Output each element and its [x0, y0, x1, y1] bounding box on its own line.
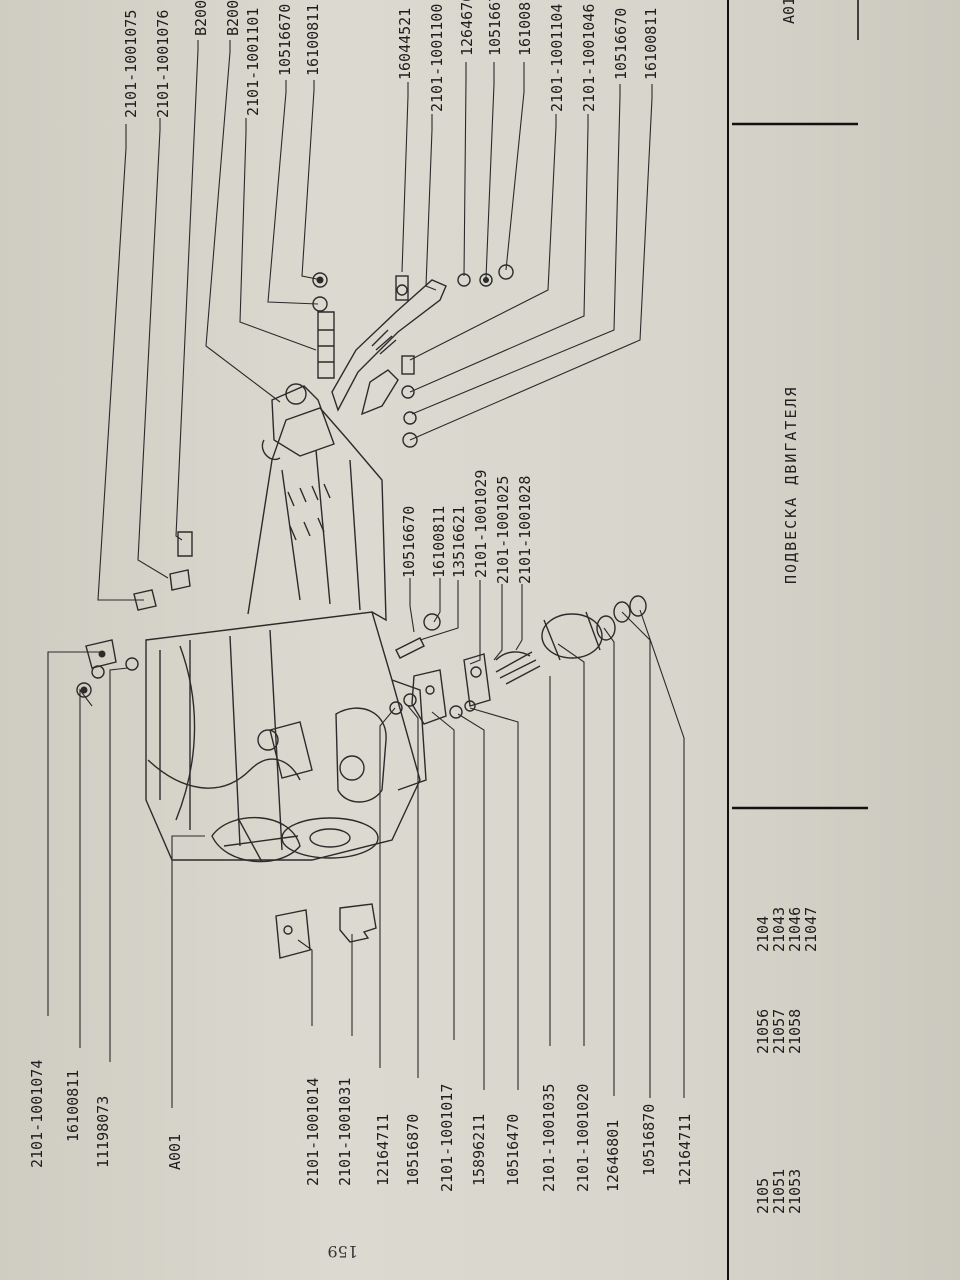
- callout-label: 2101-1001074: [28, 1060, 46, 1168]
- callout-label: 10516670: [276, 4, 294, 76]
- callout-label: 10516670: [612, 8, 630, 80]
- callout-label: 16100811: [430, 506, 448, 578]
- model-code: 21046: [786, 907, 804, 952]
- callout-label: 2101-1001076: [154, 10, 172, 118]
- corner-code: A01: [780, 0, 798, 24]
- page-number: 159: [327, 1242, 358, 1261]
- callout-label: B200: [224, 0, 242, 36]
- callout-label: 16100811: [642, 8, 660, 80]
- callout-label: 2101-1001029: [472, 470, 490, 578]
- callout-label: 2101-1001017: [438, 1084, 456, 1192]
- callout-label: 15896211: [470, 1114, 488, 1186]
- front-mount-parts: [76, 531, 647, 725]
- callout-label: 16100811: [304, 4, 322, 76]
- callout-label: 2101-1001025: [494, 476, 512, 584]
- callout-label: 2101-1001014: [304, 1078, 322, 1186]
- model-code: 2105: [754, 1178, 772, 1214]
- callout-label: 12646801: [604, 1120, 622, 1192]
- model-code: 21057: [770, 1009, 788, 1054]
- callout-label: 2101-1001101: [244, 8, 262, 116]
- callout-label: 10516670: [400, 506, 418, 578]
- callout-label: 16100811: [64, 1070, 82, 1142]
- callout-label: 2101-1001028: [516, 476, 534, 584]
- leader-lines: [47, 40, 685, 1108]
- model-code: 21047: [802, 907, 820, 952]
- callout-label: 16044521: [396, 8, 414, 80]
- callout-label: 2101-1001075: [122, 10, 140, 118]
- callout-label: 2101-1001035: [540, 1084, 558, 1192]
- model-code: 21051: [770, 1169, 788, 1214]
- callout-label: B200: [192, 0, 210, 36]
- callout-label: 10516470: [504, 1114, 522, 1186]
- callout-label: 16100811: [516, 0, 534, 56]
- model-code: 2104: [754, 916, 772, 952]
- model-list: 2105210512105321056210572105821042104321…: [754, 907, 820, 1214]
- callout-label: 10516670: [486, 0, 504, 56]
- callout-label: 2101-1001100: [428, 4, 446, 112]
- model-code: 21056: [754, 1009, 772, 1054]
- callout-label: 2101-1001020: [574, 1084, 592, 1192]
- loose-parts: [275, 903, 377, 959]
- callout-label: 10516870: [404, 1114, 422, 1186]
- callout-label: 2101-1001046: [580, 4, 598, 112]
- model-code: 21043: [770, 907, 788, 952]
- callout-label: A001: [166, 1134, 184, 1170]
- callout-label: 2101-1001104: [548, 4, 566, 112]
- rear-mount-parts: [312, 264, 514, 448]
- callout-label: 12164711: [374, 1114, 392, 1186]
- callout-label: 12164711: [676, 1114, 694, 1186]
- section-title: ПОДВЕСКА ДВИГАТЕЛЯ: [782, 385, 800, 584]
- engine-assembly-drawing: [145, 383, 427, 863]
- callout-label: 12646701: [458, 0, 476, 56]
- callout-label: 13516621: [450, 506, 468, 578]
- callout-label: 2101-1001031: [336, 1078, 354, 1186]
- callout-label: 10516870: [640, 1104, 658, 1176]
- model-code: 21053: [786, 1169, 804, 1214]
- callout-label: 11198073: [94, 1096, 112, 1168]
- model-code: 21058: [786, 1009, 804, 1054]
